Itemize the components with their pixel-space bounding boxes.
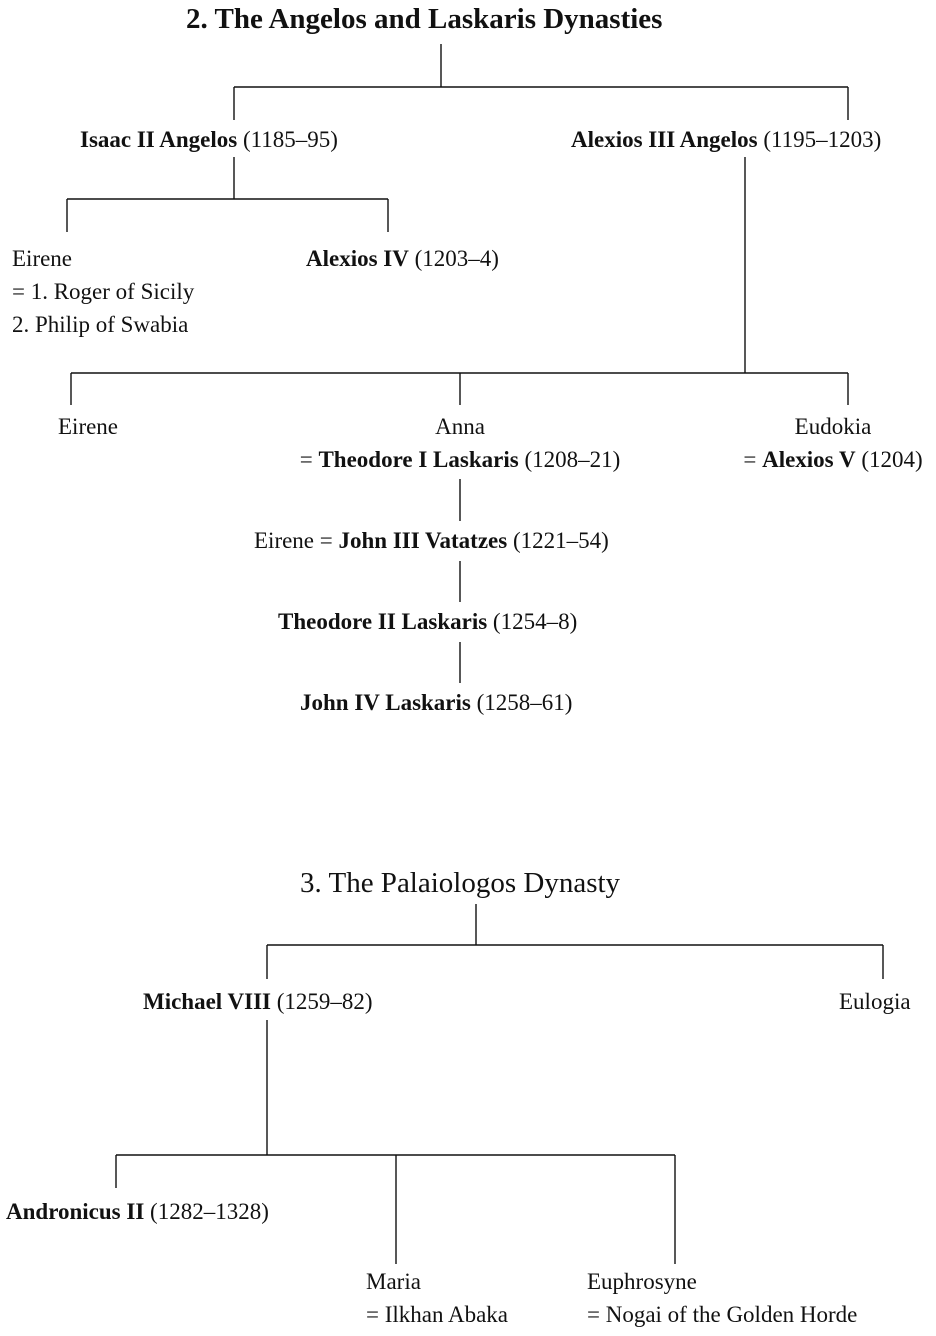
person-name: Eirene — [58, 414, 119, 439]
person-name: Eudokia — [794, 414, 872, 439]
person-michael-viii: Michael VIII (1259–82) — [143, 985, 373, 1018]
section-title-angelos-laskaris: 2. The Angelos and Laskaris Dynasties — [186, 2, 662, 36]
person-name: Theodore II Laskaris — [278, 609, 488, 634]
person-reign: (1195–1203) — [757, 127, 882, 152]
person-name: Euphrosyne — [587, 1269, 697, 1294]
person-spouse: = Ilkhan Abaka — [366, 1302, 508, 1327]
person-reign: (1203–4) — [408, 246, 499, 271]
person-maria: Maria = Ilkhan Abaka — [366, 1265, 508, 1331]
person-andronicus-ii: Andronicus II (1282–1328) — [6, 1195, 269, 1228]
person-eulogia: Eulogia — [839, 985, 911, 1018]
person-spouse: 2. Philip of Swabia — [12, 312, 189, 337]
person-reign: (1258–61) — [470, 690, 573, 715]
marriage-sign: = — [743, 447, 763, 472]
person-theodore-ii: Theodore II Laskaris (1254–8) — [278, 605, 577, 638]
person-eudokia: Eudokia = Alexios V (1204) — [733, 410, 933, 476]
person-eirene-daughter-of-alexios-iii: Eirene — [58, 410, 118, 443]
person-reign: (1208–21) — [518, 447, 621, 472]
marriage-sign: = — [299, 447, 319, 472]
person-name: Maria — [366, 1269, 421, 1294]
person-reign: (1204) — [855, 447, 923, 472]
person-eirene-john-iii: Eirene = John III Vatatzes (1221–54) — [254, 524, 609, 557]
person-reign: (1254–8) — [487, 609, 578, 634]
section-title-text: 3. The Palaiologos Dynasty — [300, 867, 621, 899]
person-name: Alexios III Angelos — [571, 127, 758, 152]
person-name: Eirene = — [254, 528, 339, 553]
person-spouse-line: = Theodore I Laskaris (1208–21) — [268, 443, 652, 476]
person-alexios-iii: Alexios III Angelos (1195–1203) — [571, 123, 881, 156]
section-title-text: 2. The Angelos and Laskaris Dynasties — [186, 3, 663, 35]
person-euphrosyne: Euphrosyne = Nogai of the Golden Horde — [587, 1265, 857, 1331]
person-name: Isaac II Angelos — [80, 127, 238, 152]
person-spouse: John III Vatatzes — [338, 528, 508, 553]
person-reign: (1259–82) — [271, 989, 373, 1014]
person-name: Michael VIII — [143, 989, 271, 1014]
person-reign: (1185–95) — [237, 127, 338, 152]
person-name: Anna — [435, 414, 485, 439]
person-name: Andronicus II — [6, 1199, 145, 1224]
person-spouse: Theodore I Laskaris — [318, 447, 519, 472]
person-name: Alexios IV — [306, 246, 409, 271]
person-spouse: = 1. Roger of Sicily — [12, 279, 195, 304]
person-name: John IV Laskaris — [300, 690, 471, 715]
person-john-iv: John IV Laskaris (1258–61) — [300, 686, 572, 719]
person-name: Eirene — [12, 246, 73, 271]
section-title-palaiologos: 3. The Palaiologos Dynasty — [300, 866, 620, 900]
person-eirene-daughter-of-isaac: Eirene = 1. Roger of Sicily 2. Philip of… — [12, 242, 194, 341]
person-reign: (1282–1328) — [144, 1199, 269, 1224]
person-spouse-line: = Alexios V (1204) — [733, 443, 933, 476]
person-reign: (1221–54) — [507, 528, 609, 553]
person-anna: Anna = Theodore I Laskaris (1208–21) — [268, 410, 652, 476]
person-isaac-ii: Isaac II Angelos (1185–95) — [80, 123, 338, 156]
person-name: Eulogia — [839, 989, 911, 1014]
person-alexios-iv: Alexios IV (1203–4) — [306, 242, 499, 275]
person-spouse: = Nogai of the Golden Horde — [587, 1302, 858, 1327]
person-spouse: Alexios V — [762, 447, 856, 472]
